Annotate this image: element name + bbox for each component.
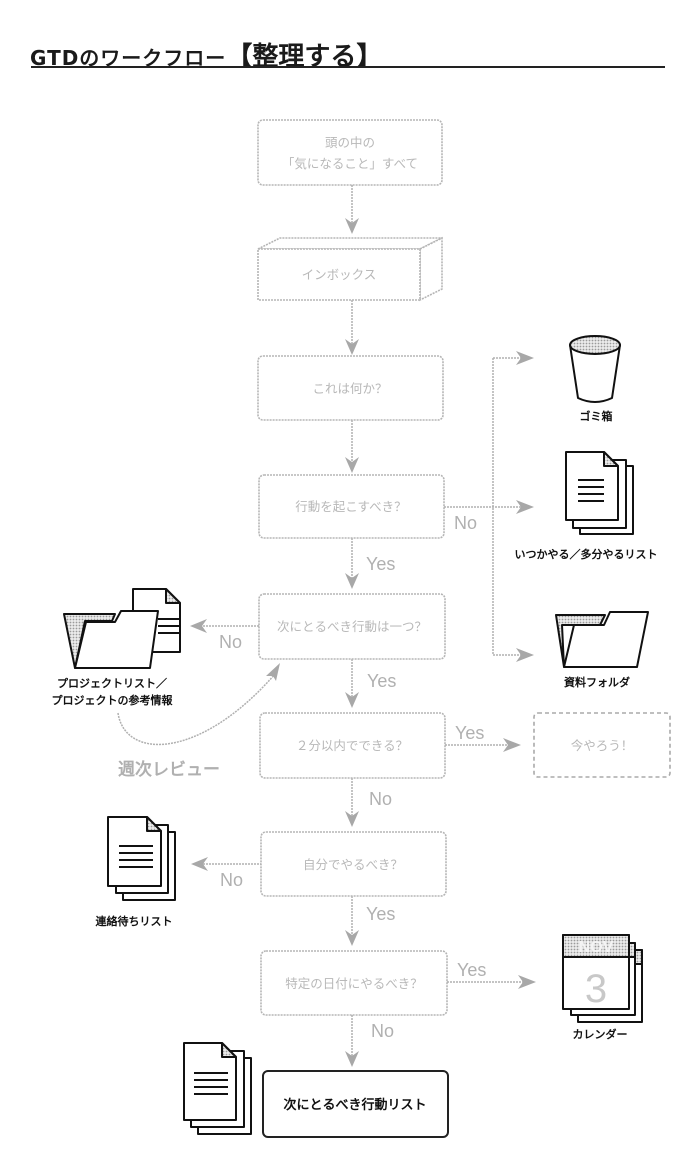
twomin-yes-label: Yes [455, 723, 484, 743]
arrow-down-icon [345, 339, 359, 355]
title-underline [31, 66, 665, 68]
specific-date-label: 特定の日付にやるべき？ [285, 976, 423, 991]
flow-do-now: 今やろう！ [533, 712, 671, 778]
someday-label: いつかやる／多分やるリスト [515, 547, 658, 561]
project-folder-icon [63, 588, 181, 669]
what-is-it-box [257, 355, 444, 421]
start-line1: 頭の中の [325, 135, 375, 150]
arrow-right-icon [503, 738, 521, 752]
single-no-label: No [219, 632, 242, 652]
date-yes-label: Yes [457, 960, 486, 980]
flow-next-actions: 次にとるべき行動リスト [262, 1070, 449, 1138]
arrow-down-icon [345, 573, 359, 589]
start-box [257, 119, 443, 186]
weekly-review-label: 週次レビュー [118, 759, 220, 780]
do-myself-label: 自分でやるべき？ [303, 857, 403, 872]
flow-specific-date: 特定の日付にやるべき？ [260, 950, 448, 1016]
actionable-box [258, 474, 445, 539]
branch-do-now: Yes [445, 723, 521, 752]
calendar-icon: NOV 3 [562, 934, 643, 1023]
arrow-right-icon [516, 648, 534, 662]
do-now-box [533, 712, 671, 778]
flow-inbox: インボックス [257, 236, 443, 302]
waiting-for-list-icon [107, 816, 176, 901]
flow-actionable: 行動を起こすべき？ [258, 474, 445, 539]
waiting-for-label: 連絡待ちリスト [96, 914, 173, 928]
arrow-left-icon [190, 619, 207, 633]
twomin-no-label: No [369, 789, 392, 809]
flow-start: 頭の中の 「気になること」すべて [257, 119, 443, 186]
projects-label-line2: プロジェクトの参考情報 [52, 693, 174, 707]
myself-no-label: No [220, 870, 243, 890]
calendar-label: カレンダー [573, 1027, 628, 1041]
branch-calendar: Yes [447, 960, 536, 989]
next-actions-list-icon [183, 1042, 252, 1135]
arrow-left-icon [191, 857, 208, 871]
flow-do-myself: 自分でやるべき？ [260, 831, 447, 897]
projects-label-line1: プロジェクトリスト／ [57, 676, 167, 690]
single-yes-label: Yes [367, 671, 396, 691]
inbox-label: インボックス [302, 267, 377, 282]
specific-date-box [260, 950, 448, 1016]
calendar-day: 3 [585, 967, 607, 1011]
date-no-label: No [371, 1021, 394, 1041]
reference-folder-icon [555, 611, 649, 668]
page-header: GTDのワークフロー【整理する】 [30, 36, 665, 73]
flow-what-is-it: これは何か？ [257, 355, 444, 421]
inbox-side-face [419, 236, 443, 302]
arrow-right-icon [518, 975, 536, 989]
next-actions-label: 次にとるべき行動リスト [283, 1097, 426, 1113]
trash-icon [569, 335, 621, 403]
what-is-it-label: これは何か？ [312, 381, 387, 396]
branch-not-actionable: No [444, 351, 534, 662]
trash-label: ゴミ箱 [580, 409, 613, 423]
main-connectors [345, 185, 359, 1067]
inbox-front-face [257, 248, 421, 301]
calendar-month: NOV [579, 939, 614, 956]
someday-list-icon [565, 451, 634, 535]
flow-single-action: 次にとるべき行動は一つ？ [258, 593, 446, 660]
weekly-review-curve [117, 673, 276, 746]
arrow-down-icon [345, 218, 359, 234]
branch-waiting: No [191, 857, 261, 890]
arrow-right-icon [516, 500, 534, 514]
arrow-down-icon [345, 692, 359, 708]
actionable-no-label: No [454, 513, 477, 533]
arrow-down-icon [345, 457, 359, 473]
flow-two-minutes: ２分以内でできる？ [259, 712, 446, 779]
myself-yes-label: Yes [366, 904, 395, 924]
start-line2: 「気になること」すべて [282, 156, 418, 171]
actionable-yes-label: Yes [366, 554, 395, 574]
reference-label: 資料フォルダ [564, 675, 630, 689]
single-action-label: 次にとるべき行動は一つ？ [277, 619, 427, 634]
inbox-top-face [257, 237, 443, 250]
arrow-down-icon [345, 930, 359, 946]
actionable-label: 行動を起こすべき？ [295, 499, 406, 514]
next-actions-box [262, 1070, 449, 1138]
two-minutes-label: ２分以内でできる？ [296, 738, 408, 753]
branch-projects: No 週次レビュー [117, 619, 280, 780]
do-now-label: 今やろう！ [571, 738, 634, 753]
arrow-curve-icon [266, 663, 280, 681]
arrow-down-icon [345, 1051, 359, 1067]
arrow-right-icon [516, 351, 534, 365]
arrow-down-icon [345, 811, 359, 827]
